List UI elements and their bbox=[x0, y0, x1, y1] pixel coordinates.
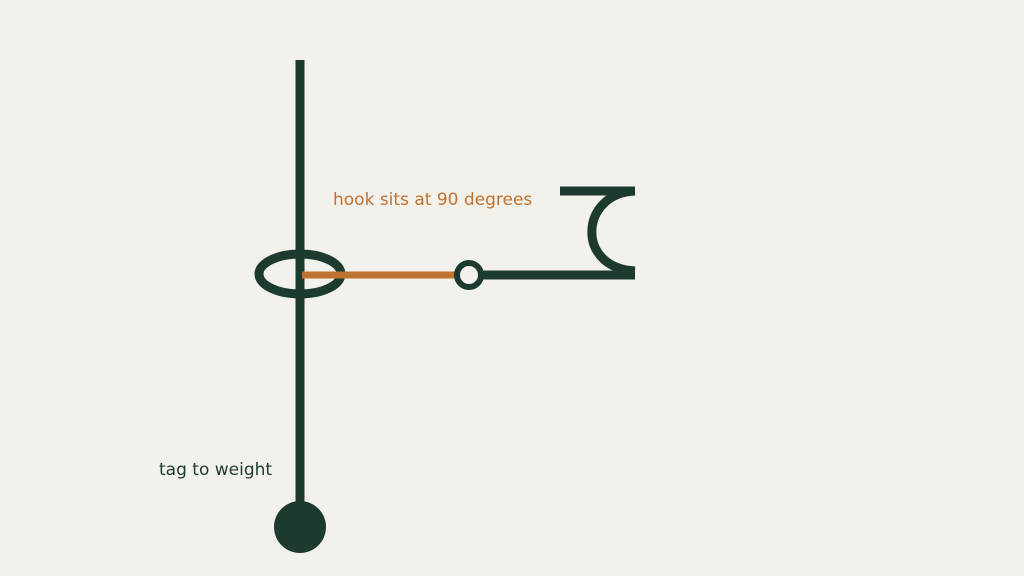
hook-annotation: hook sits at 90 degrees bbox=[333, 190, 533, 210]
connector-ring bbox=[454, 260, 484, 290]
sinker-weight bbox=[274, 501, 326, 553]
hook-bend bbox=[587, 186, 636, 276]
weight-annotation: tag to weight bbox=[159, 460, 273, 480]
swivel-loop-back bbox=[254, 249, 301, 299]
